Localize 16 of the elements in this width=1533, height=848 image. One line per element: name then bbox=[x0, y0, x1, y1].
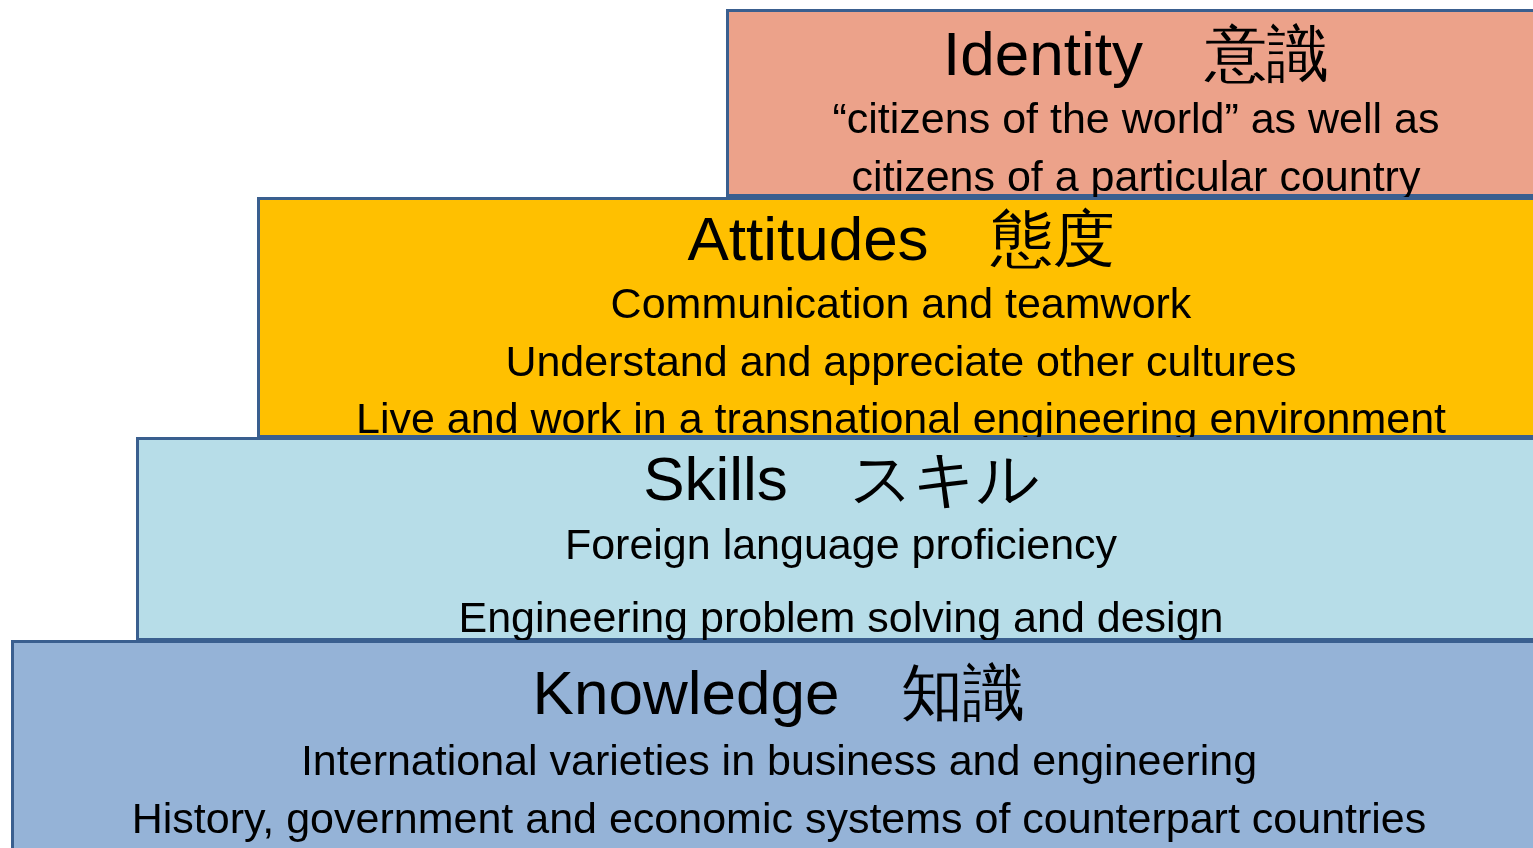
body-text: International varieties in business and engineering bbox=[300, 735, 1258, 786]
body-text: History, government and economic systems of counterpart countries bbox=[131, 793, 1427, 844]
heading: Identity 意識 bbox=[943, 21, 1329, 87]
step-box bbox=[11, 640, 1533, 848]
body-text: Foreign language proficiency bbox=[564, 519, 1118, 570]
heading: Skills スキル bbox=[643, 446, 1039, 512]
body-text: Understand and appreciate other cultures bbox=[505, 336, 1297, 387]
heading: Attitudes 態度 bbox=[687, 206, 1115, 272]
step-box bbox=[136, 437, 1533, 641]
body-text: Engineering problem solving and design bbox=[458, 592, 1224, 643]
step-box bbox=[257, 197, 1533, 438]
body-text: Live and work in a transnational engineering environment bbox=[356, 393, 1446, 444]
step-box bbox=[726, 9, 1533, 197]
heading: Knowledge 知識 bbox=[532, 660, 1026, 726]
body-text: “citizens of the world” as well as citizens of a particular country bbox=[831, 93, 1441, 202]
body-text: Communication and teamwork bbox=[610, 278, 1192, 329]
